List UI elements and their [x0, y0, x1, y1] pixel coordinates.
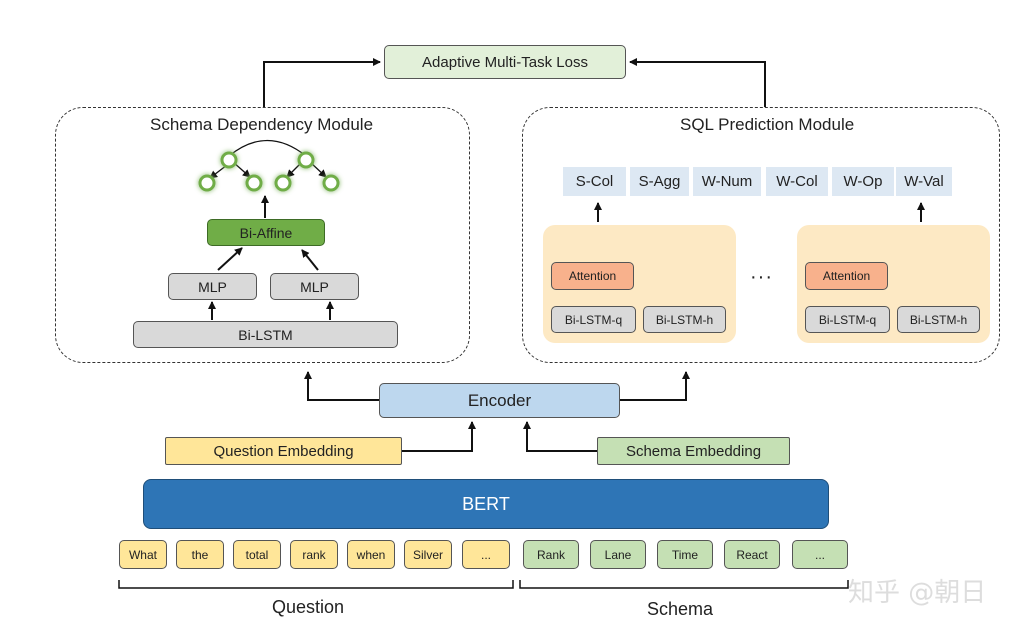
tag-s-agg-label: S-Agg: [638, 173, 681, 190]
blocks-ellipsis: ···: [750, 266, 773, 288]
schema-token-label: ...: [814, 547, 825, 562]
bert-box: BERT: [143, 479, 829, 529]
mlp-right-box: MLP: [270, 273, 359, 300]
loss-label: Adaptive Multi-Task Loss: [422, 53, 588, 71]
tag-w-val: W-Val: [896, 167, 952, 196]
encoder-label: Encoder: [467, 390, 532, 410]
schema-token: ...: [792, 540, 848, 569]
graph-node: [245, 174, 263, 192]
biaffine-box: Bi-Affine: [207, 219, 325, 246]
question-token-label: rank: [302, 547, 326, 562]
encoder-to-schema-arrow: [304, 371, 379, 401]
sql-module-title: SQL Prediction Module: [680, 115, 855, 134]
encoder-to-sql-arrow: [620, 371, 690, 401]
question-embedding-label: Question Embedding: [213, 442, 354, 460]
bilstm-h-box-right: Bi-LSTM-h: [897, 306, 980, 333]
biaffine-label: Bi-Affine: [239, 224, 293, 241]
schema-token-label: Rank: [536, 547, 565, 562]
loss-box: Adaptive Multi-Task Loss: [384, 45, 626, 79]
tag-w-col-label: W-Col: [776, 173, 818, 190]
tag-s-agg: S-Agg: [630, 167, 689, 196]
schema-token-label: Time: [671, 547, 699, 562]
question-token-label: total: [245, 547, 269, 562]
question-token: total: [233, 540, 281, 569]
question-token: What: [119, 540, 167, 569]
schema-token: Rank: [523, 540, 579, 569]
question-token: when: [347, 540, 395, 569]
tag-w-col: W-Col: [766, 167, 828, 196]
question-token: ...: [462, 540, 510, 569]
mlp-left-box: MLP: [168, 273, 257, 300]
bert-label: BERT: [462, 493, 510, 514]
mlp-left-label: MLP: [198, 278, 227, 295]
tag-s-col-label: S-Col: [575, 173, 614, 190]
bilstm-label: Bi-LSTM: [238, 326, 293, 343]
schema-token-label: React: [736, 547, 768, 562]
tag-w-num-label: W-Num: [701, 173, 753, 190]
tag-w-op: W-Op: [832, 167, 894, 196]
question-embedding-box: Question Embedding: [165, 437, 402, 465]
question-token: rank: [290, 540, 338, 569]
attention-box-right: Attention: [805, 262, 888, 290]
graph-node: [220, 151, 238, 169]
graph-node: [322, 174, 340, 192]
graph-node: [297, 151, 315, 169]
question-token: the: [176, 540, 224, 569]
graph-node: [198, 174, 216, 192]
schema-token: Time: [657, 540, 713, 569]
schema-module-title: Schema Dependency Module: [150, 115, 374, 134]
bilstm-q-box-right: Bi-LSTM-q: [805, 306, 890, 333]
schema-token: React: [724, 540, 780, 569]
sql-prediction-module: [522, 107, 1000, 363]
attention-left-label: Attention: [568, 269, 617, 283]
schema-emb-to-encoder-arrow: [523, 421, 597, 452]
bilstm-box: Bi-LSTM: [133, 321, 398, 348]
schema-embedding-label: Schema Embedding: [625, 442, 762, 460]
mlp-right-label: MLP: [300, 278, 329, 295]
graph-arc: [228, 139, 307, 157]
question-token-label: when: [356, 547, 386, 562]
tag-w-op-label: W-Op: [843, 173, 883, 190]
schema-bracket: [519, 580, 849, 589]
schema-token: Lane: [590, 540, 646, 569]
question-bracket: [118, 580, 514, 589]
bilstm-q-left-label: Bi-LSTM-q: [564, 312, 623, 327]
attention-box-left: Attention: [551, 262, 634, 290]
bilstm-h-left-label: Bi-LSTM-h: [655, 312, 714, 327]
question-token-label: ...: [480, 547, 491, 562]
bilstm-h-right-label: Bi-LSTM-h: [909, 312, 968, 327]
watermark: 知乎 @朝日: [848, 578, 987, 608]
bilstm-h-box-left: Bi-LSTM-h: [643, 306, 726, 333]
schema-bracket-label: Schema: [647, 599, 714, 619]
tag-s-col: S-Col: [563, 167, 626, 196]
question-bracket-label: Question: [272, 597, 345, 617]
question-token-label: Silver: [412, 547, 443, 562]
schema-embedding-box: Schema Embedding: [597, 437, 790, 465]
mlp-right-to-biaffine-arrow: [301, 249, 319, 271]
schema-dependency-module: [55, 107, 470, 363]
question-token-label: the: [191, 547, 209, 562]
bilstm-q-box-left: Bi-LSTM-q: [551, 306, 636, 333]
question-emb-to-encoder-arrow: [402, 421, 476, 452]
tag-w-val-label: W-Val: [904, 173, 944, 190]
tag-w-num: W-Num: [693, 167, 761, 196]
question-token-label: What: [128, 547, 157, 562]
schema-token-label: Lane: [604, 547, 632, 562]
bilstm-q-right-label: Bi-LSTM-q: [818, 312, 877, 327]
schema-to-loss-arrow: [263, 58, 381, 107]
attention-right-label: Attention: [822, 269, 871, 283]
graph-node: [274, 174, 292, 192]
sql-to-loss-arrow: [629, 58, 766, 107]
mlp-left-to-biaffine-arrow: [217, 247, 243, 271]
question-token: Silver: [404, 540, 452, 569]
encoder-box: Encoder: [379, 383, 620, 418]
